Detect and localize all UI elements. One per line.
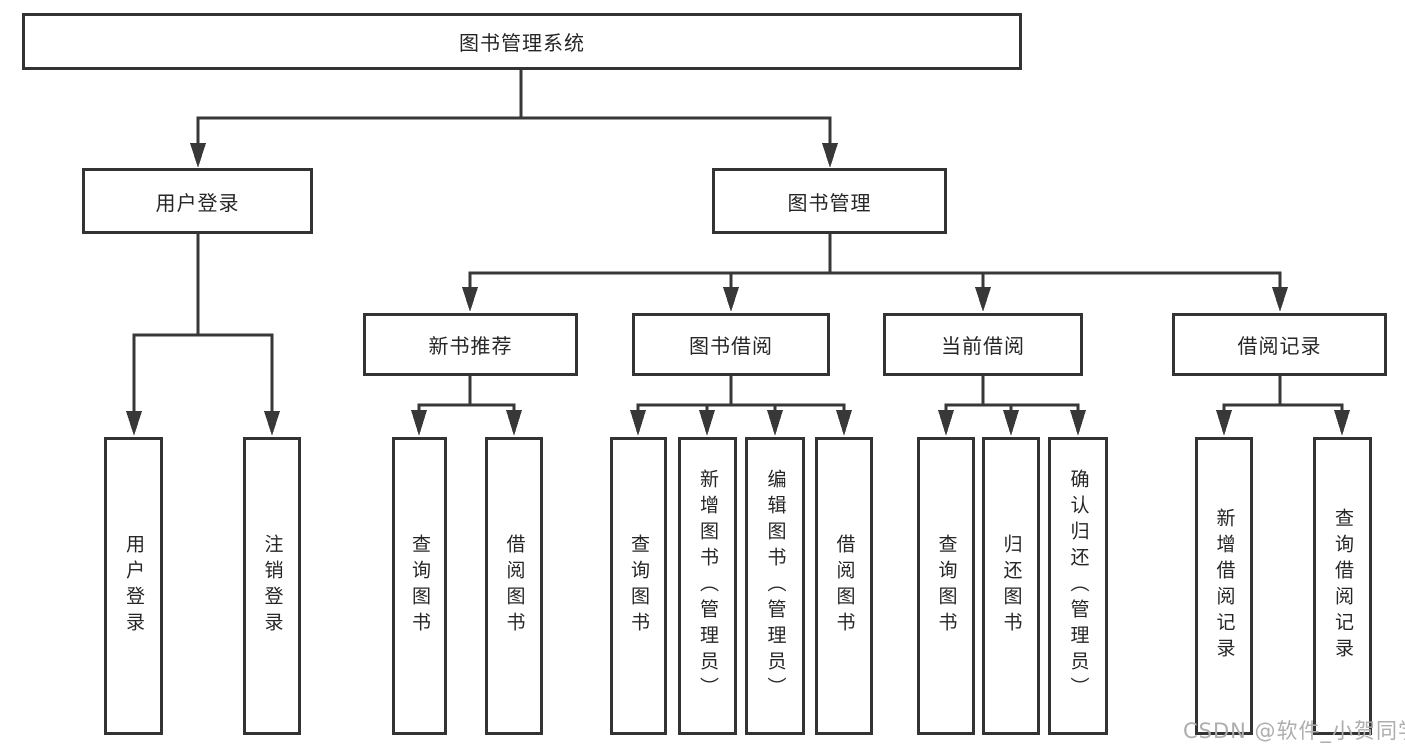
arrowhead-icon — [699, 410, 715, 436]
node-label: 图书管理 — [787, 190, 872, 215]
node-borrowing-records: 借阅记录 — [1172, 313, 1387, 376]
leaf-add-books-admin: 新增图书（管理员） — [678, 437, 737, 735]
arrowhead-icon — [264, 411, 280, 436]
arrowhead-icon — [822, 143, 838, 168]
arrowhead-icon — [1216, 410, 1232, 436]
node-label: 查询图书 — [409, 534, 431, 638]
node-label: 用户登录 — [123, 534, 145, 638]
node-current-borrowing: 当前借阅 — [883, 313, 1083, 376]
arrowhead-icon — [975, 287, 991, 312]
node-label: 图书借阅 — [689, 334, 773, 358]
arrowhead-icon — [1003, 410, 1019, 436]
leaf-borrow-books-recommend: 借阅图书 — [485, 437, 543, 735]
node-book-borrowing: 图书借阅 — [632, 313, 830, 376]
arrowhead-icon — [126, 411, 142, 436]
leaf-query-borrow-record: 查询借阅记录 — [1313, 437, 1372, 735]
node-label: 编辑图书（管理员） — [764, 469, 787, 703]
arrowhead-icon — [767, 410, 783, 436]
node-label: 查询图书 — [935, 534, 958, 638]
arrowhead-icon — [411, 410, 427, 436]
node-label: 查询图书 — [628, 534, 650, 638]
leaf-borrow-books-borrowing: 借阅图书 — [815, 437, 873, 735]
leaf-return-books: 归还图书 — [982, 437, 1040, 735]
arrowhead-icon — [1070, 410, 1086, 436]
node-label: 用户登录 — [155, 190, 240, 215]
arrowhead-icon — [836, 410, 852, 436]
arrowhead-icon — [190, 143, 206, 168]
node-label: 借阅图书 — [833, 534, 856, 638]
arrowhead-icon — [1334, 410, 1350, 436]
leaf-add-borrow-record: 新增借阅记录 — [1195, 437, 1253, 735]
leaf-query-books-recommend: 查询图书 — [392, 437, 447, 735]
node-label: 借阅记录 — [1237, 334, 1322, 358]
node-label: 归还图书 — [1000, 534, 1023, 638]
leaf-query-books-borrowing: 查询图书 — [610, 437, 667, 735]
node-library-system: 图书管理系统 — [22, 13, 1022, 70]
node-label: 注销登录 — [261, 534, 284, 638]
leaf-logout-login: 注销登录 — [243, 437, 301, 735]
arrowhead-icon — [938, 410, 954, 436]
node-label: 新书推荐 — [428, 334, 513, 358]
node-label: 当前借阅 — [941, 334, 1025, 358]
arrowhead-icon — [506, 410, 522, 436]
arrowhead-icon — [630, 410, 646, 436]
node-label: 新增图书（管理员） — [697, 469, 719, 703]
leaf-edit-books-admin: 编辑图书（管理员） — [745, 437, 805, 735]
arrowhead-icon — [462, 287, 478, 312]
node-label: 图书管理系统 — [459, 31, 585, 55]
node-new-book-recommend: 新书推荐 — [363, 313, 578, 376]
leaf-confirm-return-admin: 确认归还（管理员） — [1048, 437, 1108, 735]
leaf-query-books-current: 查询图书 — [917, 437, 975, 735]
node-label: 查询借阅记录 — [1332, 508, 1354, 664]
node-label: 新增借阅记录 — [1213, 508, 1236, 664]
node-user-login: 用户登录 — [82, 168, 313, 234]
leaf-user-login: 用户登录 — [104, 437, 163, 735]
node-book-management: 图书管理 — [712, 168, 947, 234]
arrowhead-icon — [1272, 287, 1288, 312]
arrowhead-icon — [723, 287, 739, 312]
csdn-watermark: CSDN @软件_小贺同学 — [1183, 719, 1405, 743]
node-label: 借阅图书 — [503, 534, 526, 638]
node-label: 确认归还（管理员） — [1067, 469, 1090, 703]
